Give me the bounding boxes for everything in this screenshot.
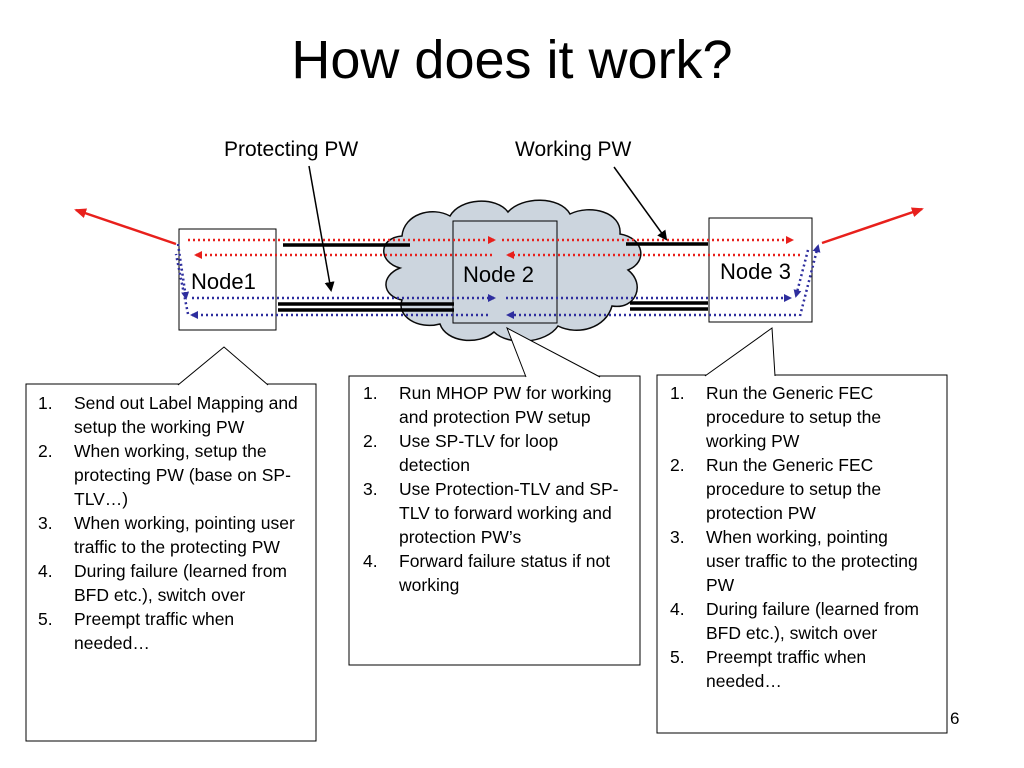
pw-pipes <box>278 242 708 312</box>
list-item: 5.Preempt traffic when needed… <box>670 647 867 691</box>
network-cloud <box>383 199 642 342</box>
list-item: 1.Run the Generic FEC procedure to setup… <box>670 383 882 451</box>
node3-box <box>708 217 813 323</box>
callout-node3 <box>656 327 948 734</box>
node3-steps-list: 1.Run the Generic FEC procedure to setup… <box>660 381 922 693</box>
list-item: 3.Use Protection-TLV and SP-TLV to forwa… <box>363 479 619 547</box>
working-path-arrows <box>188 236 800 259</box>
node2-label: Node 2 <box>463 262 534 287</box>
page-number: 6 <box>950 709 960 728</box>
node2-box <box>452 220 558 324</box>
working-pw-label: Working PW <box>515 138 632 161</box>
list-item: 3.When working, pointing user traffic to… <box>38 513 295 557</box>
list-item: 2.Run the Generic FEC procedure to setup… <box>670 455 882 523</box>
node2-steps-list: 1.Run MHOP PW for working and protection… <box>353 381 623 597</box>
label-pointers <box>308 165 668 292</box>
list-item: 4.During failure (learned from BFD etc.)… <box>38 561 288 605</box>
list-item: 5.Preempt traffic when needed… <box>38 609 235 653</box>
list-item: 3.When working, pointing user traffic to… <box>670 527 918 595</box>
user-traffic-arrows <box>74 207 924 246</box>
callout-node2 <box>348 326 641 666</box>
list-item: 1.Run MHOP PW for working and protection… <box>363 383 612 427</box>
list-item: 4.During failure (learned from BFD etc.)… <box>670 599 920 643</box>
list-item: 1.Send out Label Mapping and setup the w… <box>38 393 298 437</box>
list-item: 4.Forward failure status if not working <box>363 551 611 595</box>
list-item: 2.When working, setup the protecting PW … <box>38 441 291 509</box>
slide-title: How does it work? <box>291 30 733 90</box>
node1-label: Node1 <box>191 269 256 294</box>
protecting-pw-label: Protecting PW <box>224 138 359 161</box>
list-item: 2.Use SP-TLV for loop detection <box>363 431 559 475</box>
node1-steps-list: 1.Send out Label Mapping and setup the w… <box>28 391 298 655</box>
callout-node1 <box>25 346 317 742</box>
node3-label: Node 3 <box>720 259 791 284</box>
protecting-path-arrows <box>174 243 821 319</box>
